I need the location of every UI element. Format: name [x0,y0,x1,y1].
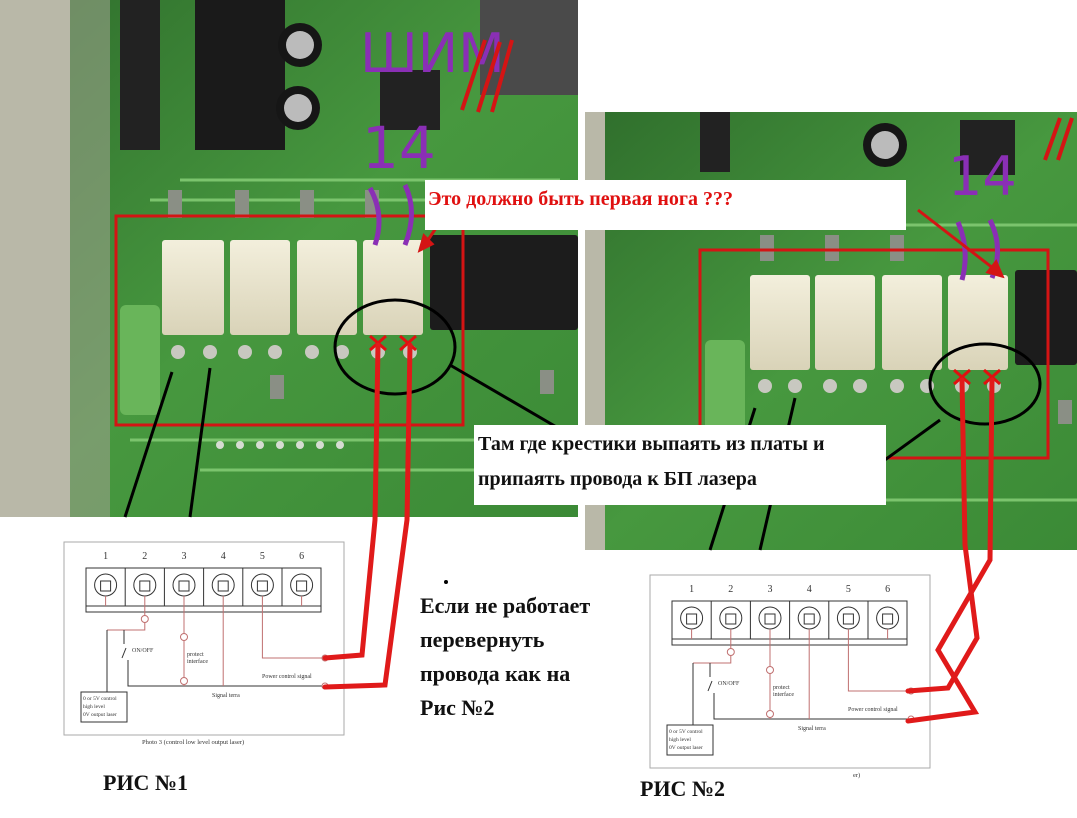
junction [766,666,774,674]
pwm-mark: ШИМ [360,22,505,85]
red-wires [322,342,995,724]
wire-pin5 [261,596,324,659]
wire-pin5 [847,629,910,692]
control-box-text: 0 or 5V control [669,729,703,735]
on-off-label: ON/OFF [132,648,154,654]
signal-terra-label: Signal terra [212,693,240,699]
terminal-screw-slot [842,613,854,625]
power-control-label: Power control signal [848,707,898,713]
control-box-text: 0 or 5V control [83,696,117,702]
pin-number: 2 [728,584,733,595]
control-box-text: 0V output laser [669,745,703,751]
solder-note: Там где крестики выпаять из платы и прип… [474,425,886,505]
signal-terra-label: Signal terra [798,726,826,732]
pin-number: 1 [689,584,694,595]
pin-number: 5 [846,584,851,595]
on-off-label: ON/OFF [718,681,740,687]
board-photo-1 [0,0,578,517]
svg-text:Это должно быть первая нога ??: Это должно быть первая нога ??? [428,188,733,210]
pin-number: 3 [182,551,187,562]
power-control-label: Power control signal [262,674,312,680]
svg-text:перевернуть: перевернуть [420,627,545,652]
pin14-mark-2: 14 [948,145,1017,208]
terminal-screw-slot [686,613,698,625]
control-box-text: 0V output laser [83,712,117,718]
pin-number: 2 [142,551,147,562]
svg-text:Рис №2: Рис №2 [420,695,495,720]
junction [726,648,735,656]
on-off-switch [121,630,324,687]
junction [180,633,188,641]
wire-pin2 [107,596,146,631]
optocouplers-1 [162,240,423,359]
wire-pin2 [693,629,732,664]
protect-label: protect [773,685,790,691]
terminal-screw-slot [803,613,815,625]
control-box [666,724,714,756]
terminal-screw-slot [725,613,737,625]
pin-number: 5 [260,551,265,562]
svg-text:Там где крестики выпаять из пл: Там где крестики выпаять из платы и [478,433,825,455]
pin-number: 1 [103,551,108,562]
terminal-screw-slot [256,580,268,592]
diagram-caption: er) [853,772,860,779]
svg-text:припаять провода к БП лазера: припаять провода к БП лазера [478,468,757,490]
diagram-caption: Photo 3 (control low level output laser) [142,739,244,746]
first-leg-note: Это должно быть первая нога ??? [425,180,906,230]
svg-text:провода как на: провода как на [420,661,570,686]
terminal-screw-slot [217,580,229,592]
control-box-text: high level [83,704,105,710]
red-box-1 [114,214,465,427]
pin-number: 4 [221,551,226,562]
control-box [80,691,128,723]
junction [766,710,774,718]
figure-2-label: РИС №2 [640,776,725,801]
pin-number: 3 [768,584,773,595]
svg-text:Если не работает: Если не работает [420,593,590,618]
figure-1-label: РИС №1 [103,770,188,795]
pin-number: 4 [807,584,812,595]
terminal-screw-slot [764,613,776,625]
terminal-screw-slot [139,580,151,592]
red-slash-marks [460,39,1074,161]
terminal-screw-slot [178,580,190,592]
pin14-mark-1: 14 [362,114,436,182]
junction [140,615,149,623]
interface-label: interface [187,658,208,665]
control-box-text: high level [669,737,691,743]
terminal-screw-slot [296,580,308,592]
pin-number: 6 [885,584,890,595]
terminal-screw-slot [100,580,112,592]
on-off-switch [707,663,910,720]
junction [180,677,188,685]
protect-label: protect [187,652,204,658]
interface-label: interface [773,691,794,698]
swap-note: Если не работает перевернуть провода как… [420,580,590,720]
pin-number: 6 [299,551,304,562]
terminal-screw-slot [882,613,894,625]
